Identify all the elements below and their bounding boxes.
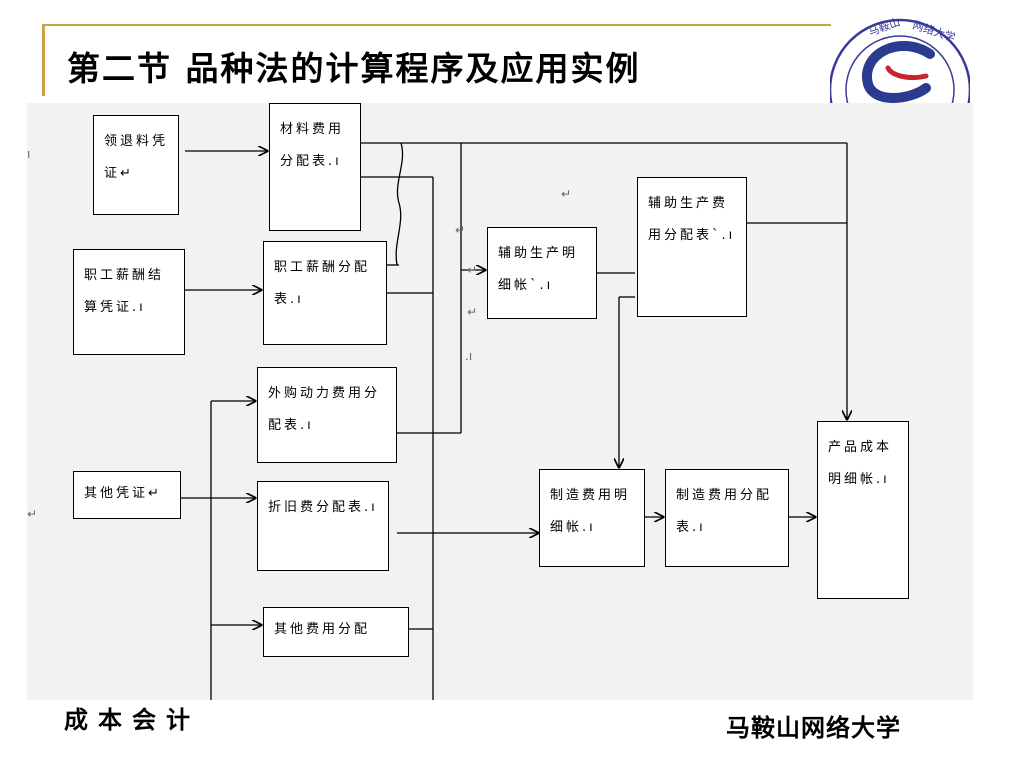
return-mark: ↵ bbox=[455, 223, 466, 237]
flow-diagram: 领退料凭证↵ 职工薪酬结算凭证.ı 其他凭证↵ 材料费用分配表.ı 职工薪酬分配… bbox=[27, 103, 973, 700]
title-bar: 第二节 品种法的计算程序及应用实例 bbox=[42, 24, 831, 96]
box-material-allocation: 材料费用分配表.ı bbox=[269, 103, 361, 231]
school-name: 马鞍山网络大学 bbox=[726, 713, 901, 742]
box-depreciation-allocation: 折旧费分配表.ı bbox=[257, 481, 389, 571]
box-other-voucher: 其他凭证↵ bbox=[73, 471, 181, 519]
box-material-voucher: 领退料凭证↵ bbox=[93, 115, 179, 215]
box-manufacturing-ledger: 制造费用明细帐.ı bbox=[539, 469, 645, 567]
paragraph-mark: ı bbox=[27, 147, 31, 161]
box-salary-allocation: 职工薪酬分配表.ı bbox=[263, 241, 387, 345]
return-mark: ↵ bbox=[467, 305, 478, 319]
svg-text:马鞍山: 马鞍山 bbox=[866, 14, 902, 38]
paragraph-mark: ↵ bbox=[467, 263, 478, 277]
box-product-cost-ledger: 产品成本明细帐.ı bbox=[817, 421, 909, 599]
box-power-allocation: 外购动力费用分配表.ı bbox=[257, 367, 397, 463]
box-aux-production-allocation: 辅助生产费用分配表`.ı bbox=[637, 177, 747, 317]
svg-text:网络大学: 网络大学 bbox=[911, 18, 957, 45]
box-manufacturing-allocation: 制造费用分配表.ı bbox=[665, 469, 789, 567]
box-aux-production-ledger: 辅助生产明细帐`.ı bbox=[487, 227, 597, 319]
box-other-fee-allocation: 其他费用分配 bbox=[263, 607, 409, 657]
page-title: 第二节 品种法的计算程序及应用实例 bbox=[67, 49, 641, 88]
return-mark: ↵ bbox=[27, 507, 38, 521]
course-name: 成本会计 bbox=[64, 705, 200, 734]
box-salary-voucher: 职工薪酬结算凭证.ı bbox=[73, 249, 185, 355]
paragraph-mark: .ı bbox=[465, 349, 473, 363]
school-logo: 马鞍山 网络大学 bbox=[830, 14, 970, 114]
return-mark: ↵ bbox=[561, 187, 572, 201]
connector-lines bbox=[181, 142, 973, 700]
